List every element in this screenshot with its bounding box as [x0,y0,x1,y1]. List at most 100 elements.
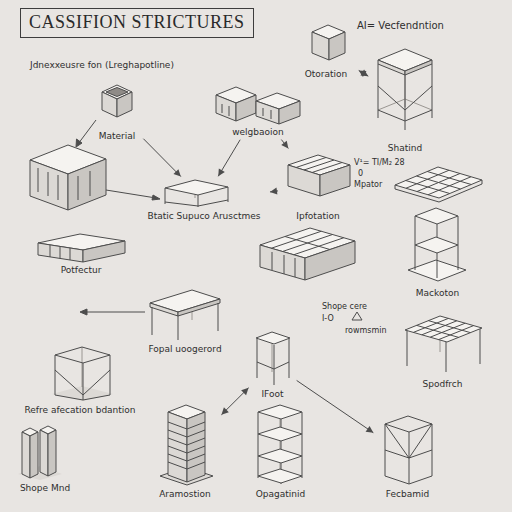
tower-sketch-part [168,430,187,437]
leader-arrow-part [80,309,87,315]
structure-node: Otoration [295,22,357,80]
node-label: Shope Mnd [20,483,70,494]
pergola-sketch-part [407,331,408,366]
connector-line [359,70,369,76]
open-frame-sketch-part [83,370,110,395]
arrow-head [241,388,248,395]
connector-arrow [218,140,240,177]
braced-frame-sketch-part [385,416,432,432]
structure-node: Shatind [370,42,440,154]
compartment-block-sketch-part [283,235,333,252]
braced-frame-sketch [385,416,432,484]
tower-sketch-part [168,412,187,482]
pillars-sketch [18,426,62,480]
structure-node: Aramostion [150,402,220,500]
small-stool-sketch-part [257,339,258,378]
structure-node: Shope Mnd [15,422,75,494]
connector-arrow [143,139,180,177]
connector-arrow [221,388,248,415]
equipment-sketch-part [304,160,334,170]
triangle-symbol [352,312,362,320]
small-stool-sketch-part [256,332,290,344]
low-building-sketch-part [83,241,125,262]
shelf-frame-sketch-part [302,412,303,478]
shelf-frame-sketch [258,405,302,484]
table-frame-sketch-part [165,180,228,195]
l-block-sketch-part [271,110,272,119]
building-sketch-part [78,176,79,200]
leader-arrow-part [78,120,96,144]
cube-sketch-part [329,32,345,60]
note-label: rowmsmin [345,326,387,335]
tower-sketch [160,405,213,485]
arrow-head [359,70,367,77]
pergola-sketch-part [428,321,470,333]
grid-panel-sketch-part [406,181,450,194]
leader-arrow-part [76,139,82,147]
low-building-sketch-part [70,248,71,260]
table-sketch [150,290,220,340]
tower-sketch-part [187,446,205,453]
l-block-sketch-part [256,101,279,124]
compartment-block-sketch [260,228,355,280]
building-sketch-part [48,172,49,196]
braced-frame-sketch-part [385,476,432,484]
building-sketch-part [38,168,39,192]
stool-sketch-part [415,208,458,224]
table-sketch-part [178,316,179,340]
note-label: V¹= TI/M₂ 28 [354,158,405,167]
tower-sketch-part [168,422,187,429]
leader-arrow-part [152,195,160,200]
node-label: Btatic Supuco Arusctmes [148,211,261,222]
shelf-frame-sketch-part [258,469,302,483]
pillars-sketch-part [30,432,38,478]
structure-node: Material [92,82,142,142]
compartment-block-sketch-part [284,255,285,274]
node-label: Spodfrch [423,379,463,390]
table-frame-sketch-part [198,195,199,207]
structure-node: Btatic Supuco Arusctmes [140,178,268,222]
tower-sketch-part [187,422,205,429]
node-label: Material [99,131,136,142]
compartment-block-sketch-part [260,245,305,280]
tower-sketch-part [187,430,205,437]
node-label: welgbaoion [232,127,284,138]
l-block-sketch-part [222,104,223,113]
note-label: AI= Vecfendntion [357,20,444,32]
equipment-sketch-part [296,158,326,168]
grid-panel-sketch-part [417,176,461,189]
open-frame-sketch-part [55,370,83,395]
structure-node: Opagatinid [248,402,313,500]
frame-sketch-part [378,60,405,75]
low-building-sketch-part [60,247,61,259]
l-block-sketch-part [236,95,256,121]
shelf-frame-sketch-part [258,427,302,441]
arrow-head [281,141,288,149]
table-sketch-part [218,303,219,331]
compartment-block-sketch-part [305,241,355,280]
open-frame-sketch-part [55,395,110,400]
frame-sketch-part [405,60,432,75]
stool-sketch-part [415,237,458,253]
node-label: IFoot [261,389,283,400]
l-block-sketch-part [229,106,230,116]
note-label: I-O [322,314,334,323]
tower-sketch-part [187,462,205,469]
structure-node: Fecbamid [375,412,440,500]
structure-node: Mackoton [405,205,470,299]
triangle-symbol-part [352,312,362,320]
node-label: Ipfotation [296,211,339,222]
tower-sketch-part [168,446,187,453]
frame-sketch-part [405,86,432,110]
cube-sketch [312,25,345,60]
pergola-sketch-part [439,326,474,340]
frame-sketch-part [405,75,406,130]
connector-line [143,139,180,177]
node-label: Shatind [388,143,422,154]
building-sketch-part [68,159,106,210]
node-label: Opagatinid [256,489,306,500]
connector-line [297,380,374,432]
pergola-sketch-part [430,323,465,337]
tower-sketch-part [187,454,205,461]
